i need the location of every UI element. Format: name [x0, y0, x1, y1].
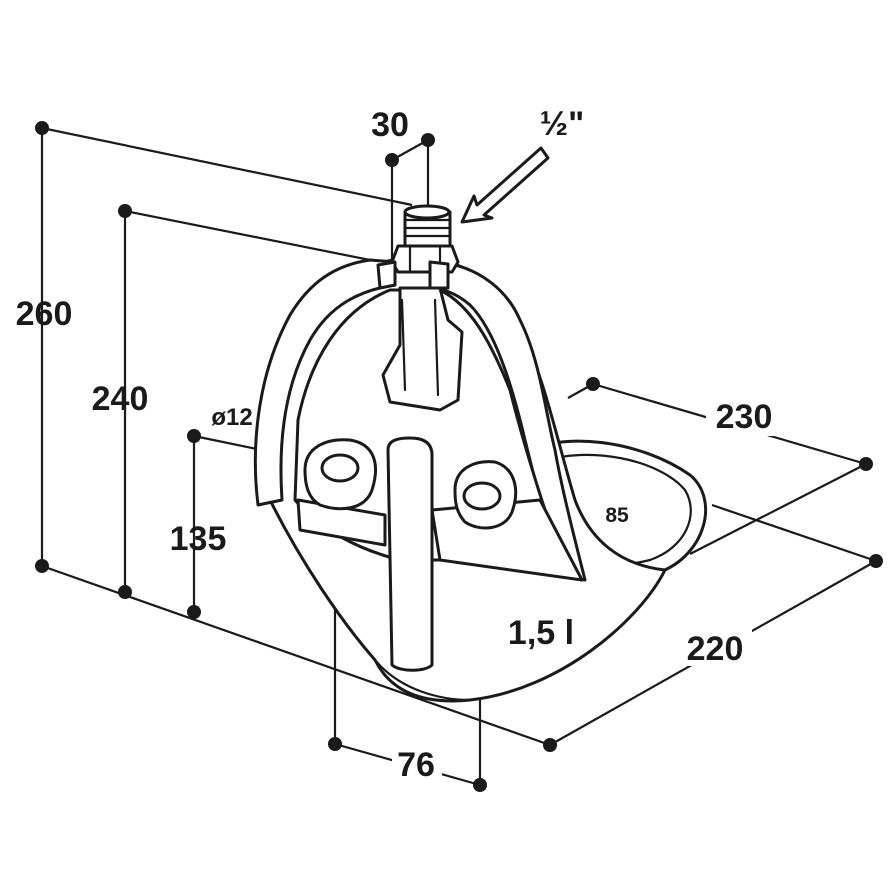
label-85: 85 — [605, 504, 629, 527]
dim-ext-260-top — [41, 126, 413, 207]
label-30: 30 — [371, 106, 409, 144]
dim-ext-240-top — [124, 209, 396, 267]
dim-ext-230-right — [689, 463, 867, 555]
bowl-drawing — [253, 204, 707, 703]
label-thread-size: ½" — [540, 105, 584, 143]
label-220: 220 — [687, 630, 744, 668]
center-rib — [386, 436, 434, 672]
label-hole-diameter: ø12 — [211, 404, 252, 431]
frame-left-arm — [253, 258, 397, 507]
cross-arm-left — [296, 498, 387, 547]
frame-right-arm — [428, 260, 587, 582]
label-76: 76 — [397, 746, 435, 784]
left-mounting-hole — [320, 453, 360, 483]
label-capacity: 1,5 l — [508, 614, 574, 652]
label-260: 260 — [16, 295, 73, 333]
label-135: 135 — [170, 520, 227, 558]
label-240: 240 — [92, 380, 149, 418]
thread-pointer-arrow — [460, 146, 550, 224]
right-mounting-hole — [462, 481, 502, 511]
label-230: 230 — [716, 398, 773, 436]
dim-ext-220-right — [711, 503, 877, 563]
